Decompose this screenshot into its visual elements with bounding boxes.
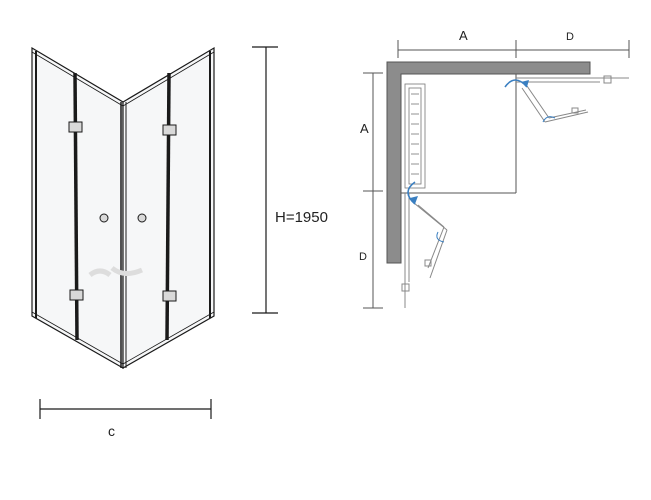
hinge: [162, 290, 177, 302]
height-dimension: [252, 46, 278, 314]
left-dimension: [363, 72, 383, 309]
width-c-label: c: [108, 423, 115, 439]
top-door-plan: [516, 75, 629, 123]
left-door-swing-arrow: [407, 181, 416, 205]
width-c-dimension: [39, 399, 212, 419]
hinge: [69, 289, 84, 301]
shower-enclosure-3d: [31, 46, 215, 370]
hinge: [162, 124, 177, 136]
dim-a-left-label: A: [360, 121, 369, 136]
dim-d-left-label: D: [359, 251, 367, 263]
linear-drain: [404, 83, 426, 189]
door-knob: [137, 213, 147, 223]
top-dimension: [397, 40, 630, 58]
dim-d-top-label: D: [566, 31, 574, 43]
hinge: [68, 121, 83, 133]
door-knob: [99, 213, 109, 223]
dim-a-top-label: A: [459, 28, 468, 43]
shower-base-outline: [401, 74, 517, 194]
left-door-plan: [401, 193, 448, 308]
height-label: H=1950: [275, 209, 328, 226]
wall-corner: [386, 61, 591, 264]
